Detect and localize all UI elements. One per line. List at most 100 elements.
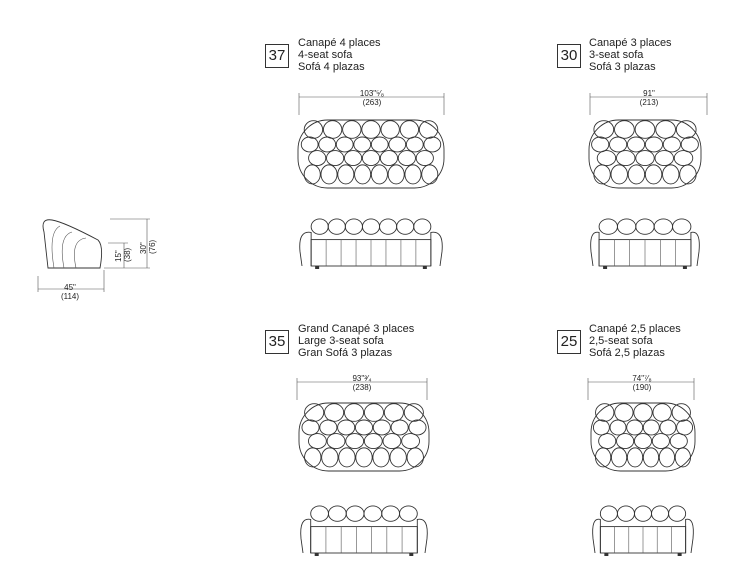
cushion-bubble bbox=[308, 150, 327, 167]
cushion-bubble bbox=[596, 150, 617, 167]
cushion-bubble bbox=[626, 447, 644, 468]
sofa-arm-left bbox=[592, 518, 601, 554]
foot bbox=[315, 266, 320, 269]
cushion-bubble bbox=[642, 447, 660, 468]
cushion-bubble bbox=[390, 419, 409, 436]
sofa-drawing-25 bbox=[587, 378, 696, 556]
cushion-bubble bbox=[337, 164, 355, 185]
cushion-bubble bbox=[423, 136, 442, 153]
foot bbox=[682, 266, 687, 269]
cushion-bubble bbox=[418, 120, 439, 139]
cushion-bubble bbox=[634, 120, 656, 139]
cushion-bubble bbox=[644, 136, 664, 153]
cushion-bubble bbox=[370, 164, 388, 185]
sofa-top-outline bbox=[590, 402, 696, 472]
cushion-bubble bbox=[372, 447, 390, 468]
cushion-bubble bbox=[326, 150, 345, 167]
cushion-bubble bbox=[372, 419, 391, 436]
foot bbox=[603, 266, 608, 269]
cushion-bubble bbox=[609, 136, 628, 153]
side-cushion-curves bbox=[51, 225, 87, 269]
cushion-bubble bbox=[659, 419, 677, 436]
name-es: Sofá 2,5 plazas bbox=[589, 347, 665, 359]
sofa-arm-right bbox=[430, 231, 443, 267]
cushion-bubble bbox=[421, 164, 439, 185]
back-bubble bbox=[599, 505, 618, 522]
product-code-30: 30 bbox=[557, 44, 581, 68]
cushion-bubble bbox=[598, 433, 617, 450]
width-cm: (190) bbox=[632, 383, 652, 392]
name-en: 2,5-seat sofa bbox=[589, 335, 653, 347]
cushion-bubble bbox=[609, 419, 627, 436]
sofa-top-outline bbox=[297, 119, 445, 189]
back-bubble bbox=[616, 218, 637, 235]
cushion-bubble bbox=[380, 120, 400, 139]
name-es: Sofá 4 plazas bbox=[298, 61, 365, 73]
cushion-bubble bbox=[354, 419, 374, 436]
width-cm: (263) bbox=[362, 98, 382, 107]
foot bbox=[314, 553, 319, 556]
cushion-bubble bbox=[303, 120, 324, 139]
sofa-top-outline bbox=[298, 402, 430, 472]
name-en: Large 3-seat sofa bbox=[298, 335, 384, 347]
cushion-bubble bbox=[635, 150, 655, 167]
cushion-bubble bbox=[401, 433, 420, 450]
cushion-bubble bbox=[361, 120, 381, 139]
name-fr: Canapé 4 places bbox=[298, 37, 381, 49]
cushion-bubble bbox=[403, 403, 424, 422]
cushion-bubble bbox=[353, 136, 372, 153]
cushion-bubble bbox=[652, 403, 672, 422]
name-es: Gran Sofá 3 plazas bbox=[298, 347, 393, 359]
back-bubble bbox=[616, 505, 635, 522]
cushion-bubble bbox=[658, 447, 676, 468]
cushion-bubble bbox=[644, 164, 663, 185]
cushion-bubble bbox=[610, 164, 628, 185]
back-bubble bbox=[668, 505, 687, 522]
back-bubble bbox=[635, 218, 655, 235]
cushion-bubble bbox=[595, 447, 612, 468]
name-en: 4-seat sofa bbox=[298, 49, 353, 61]
cushion-bubble bbox=[592, 419, 610, 436]
sofa-arm-right bbox=[685, 518, 694, 554]
cushion-bubble bbox=[326, 433, 346, 450]
cushion-bubble bbox=[593, 120, 615, 139]
cushion-bubble bbox=[324, 403, 345, 422]
side-width-cm: (114) bbox=[60, 292, 80, 301]
width-cm: (213) bbox=[639, 98, 659, 107]
width-in: 74"⁷⁄₈ bbox=[632, 374, 652, 383]
foot bbox=[677, 553, 682, 556]
name-fr: Canapé 2,5 places bbox=[589, 323, 681, 335]
cushion-bubble bbox=[304, 447, 322, 468]
back-bubble bbox=[328, 505, 347, 522]
cushion-bubble bbox=[669, 433, 688, 450]
cushion-bubble bbox=[679, 164, 697, 185]
cushion-bubble bbox=[320, 164, 338, 185]
product-code-25: 25 bbox=[557, 330, 581, 354]
back-bubble bbox=[396, 218, 415, 235]
back-bubble bbox=[381, 505, 400, 522]
width-dim-30: 91" (213) bbox=[619, 89, 679, 107]
sofa-arm-left bbox=[300, 518, 312, 554]
back-bubble bbox=[363, 505, 383, 522]
cushion-bubble bbox=[345, 433, 365, 450]
cushion-bubble bbox=[318, 136, 337, 153]
width-dim-35: 93"³⁄₄ (238) bbox=[332, 374, 392, 392]
cushion-bubble bbox=[675, 120, 697, 139]
cushion-bubble bbox=[406, 447, 424, 468]
cushion-bubble bbox=[361, 150, 381, 167]
cushion-bubble bbox=[593, 164, 611, 185]
total-height-in: 30" bbox=[139, 242, 148, 254]
cushion-bubble bbox=[321, 447, 339, 468]
cushion-bubble bbox=[626, 419, 644, 436]
cushion-bubble bbox=[595, 403, 615, 422]
back-bubble bbox=[345, 505, 365, 522]
cushion-bubble bbox=[388, 136, 407, 153]
cushion-bubble bbox=[674, 447, 691, 468]
cushion-bubble bbox=[633, 403, 653, 422]
foot bbox=[422, 266, 427, 269]
cushion-bubble bbox=[342, 120, 362, 139]
sofa-arm-right bbox=[416, 518, 428, 554]
side-width-dim: 45" (114) bbox=[55, 283, 85, 301]
foot bbox=[409, 553, 414, 556]
